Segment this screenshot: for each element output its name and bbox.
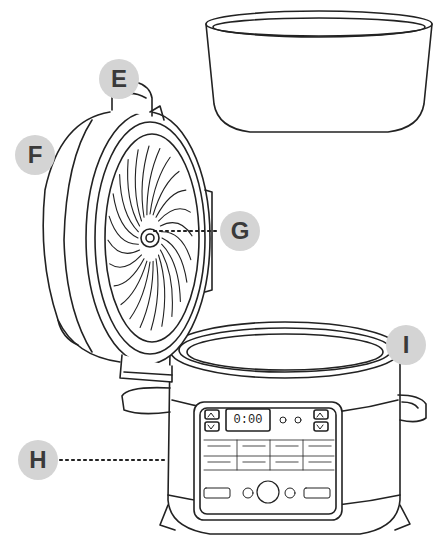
inner-pot [206, 11, 432, 132]
fan-blade [158, 209, 190, 221]
fan-blade [162, 232, 191, 260]
fan-blade [110, 255, 142, 267]
fan-blade [156, 190, 186, 217]
fan-blade [160, 223, 192, 236]
callout-letter: G [220, 211, 260, 251]
fan-blade [158, 255, 164, 326]
callout-letter: E [99, 59, 139, 99]
fan-blade [160, 250, 172, 317]
callout-letter: I [386, 325, 426, 365]
leader-line [152, 230, 216, 232]
callout-letter: F [15, 135, 55, 175]
fan-blade [151, 259, 158, 330]
leader-line [60, 459, 168, 461]
fan-blade [108, 240, 140, 253]
fan-blade [109, 216, 138, 244]
fan-blade [153, 171, 179, 214]
fan-blade [150, 157, 170, 214]
fan-blade [142, 146, 149, 217]
fan-blade [135, 150, 141, 221]
fan-blade [128, 159, 140, 226]
callout-letter: H [18, 440, 58, 480]
display-readout: 0:00 [233, 414, 264, 427]
fan-blade [130, 262, 150, 319]
fan-blade [121, 261, 147, 304]
fan-blade [114, 259, 144, 286]
